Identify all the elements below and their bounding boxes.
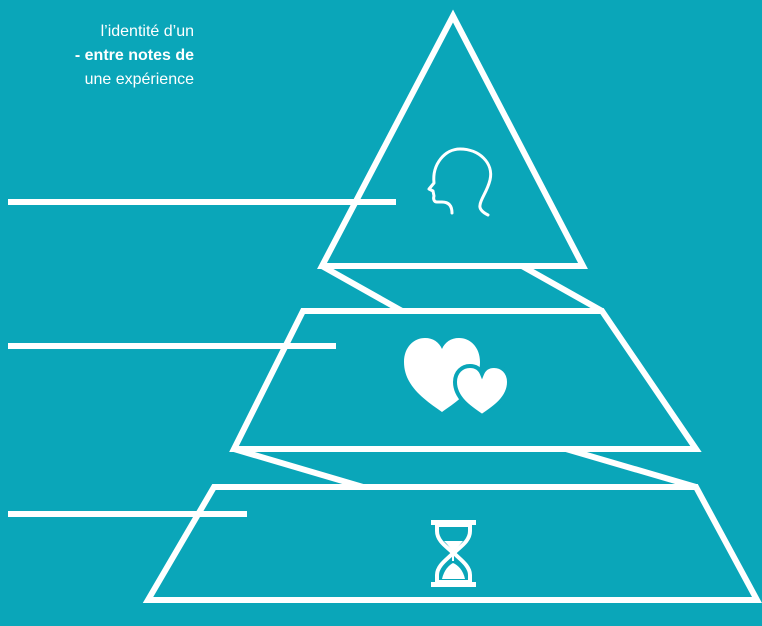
connector-mid-right	[565, 446, 697, 490]
connector-top-right	[520, 263, 604, 314]
connector-top-left	[320, 263, 404, 314]
pyramid-bottom-trapezoid	[142, 484, 762, 603]
intro-text: l’identité d’un - entre notes de une exp…	[0, 20, 194, 92]
head-profile-icon	[427, 147, 493, 217]
connector-mid-left	[233, 446, 364, 490]
pyramid-middle-trapezoid	[229, 308, 702, 452]
intro-line-1: l’identité d’un	[100, 23, 194, 40]
pyramid-top-triangle	[317, 9, 588, 269]
two-hearts-icon	[404, 338, 512, 419]
intro-line-3: une expérience	[84, 71, 194, 88]
hourglass-icon	[431, 520, 476, 587]
intro-line-2-bold: entre notes de	[84, 47, 194, 64]
intro-line-2: - entre notes de	[74, 47, 194, 64]
